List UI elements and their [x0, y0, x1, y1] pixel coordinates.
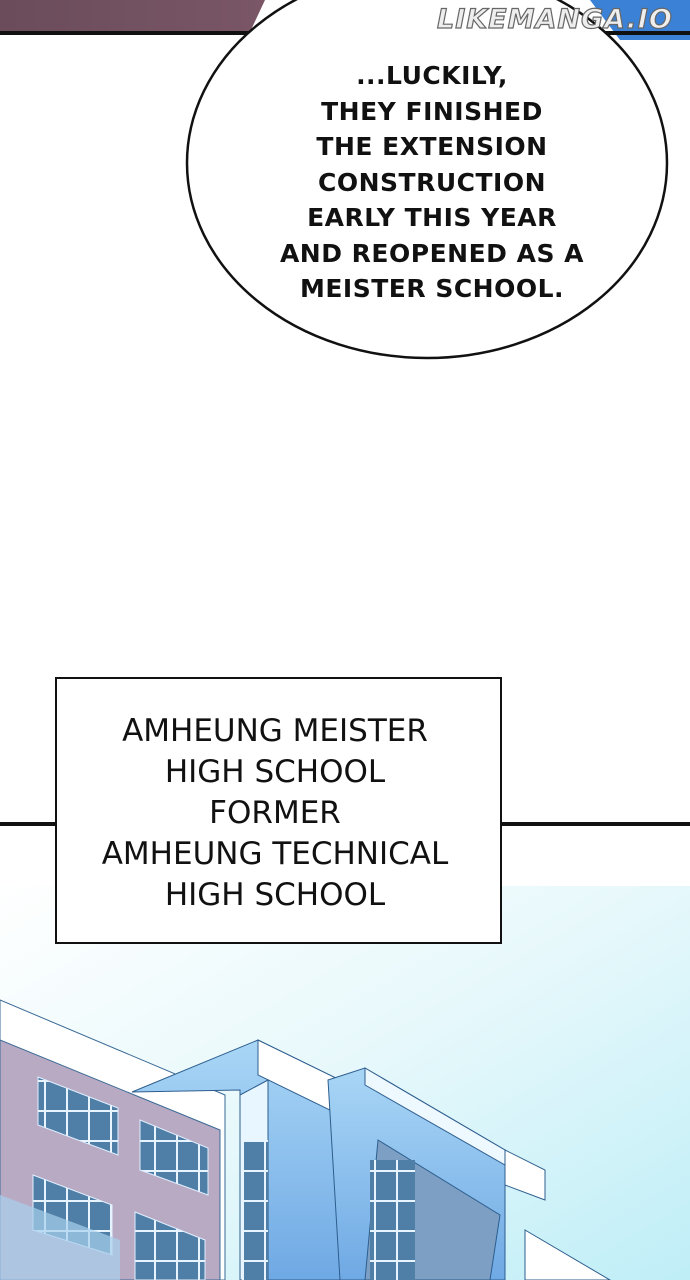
speech-bubble	[185, 0, 669, 360]
caption-line: FORMER	[209, 795, 341, 831]
bubble-line: THE EXTENSION	[316, 132, 548, 161]
caption-text: AMHEUNG MEISTER HIGH SCHOOL FORMER AMHEU…	[57, 711, 493, 916]
bubble-line: ...LUCKILY,	[356, 61, 508, 90]
bubble-line: MEISTER SCHOOL.	[299, 274, 565, 303]
bubble-line: AND REOPENED AS A	[279, 238, 585, 268]
caption-line: HIGH SCHOOL	[164, 754, 386, 790]
speech-bubble-text: ...LUCKILY, THEY FINISHED THE EXTENSION …	[247, 58, 617, 307]
bubble-line: EARLY THIS YEAR	[307, 203, 557, 232]
caption-line: AMHEUNG MEISTER	[122, 713, 428, 749]
bubble-line: CONSTRUCTION	[317, 167, 546, 197]
caption-line: AMHEUNG TECHNICAL	[101, 836, 449, 872]
caption-box: AMHEUNG MEISTER HIGH SCHOOL FORMER AMHEU…	[55, 677, 502, 944]
bubble-line: THEY FINISHED	[321, 96, 543, 126]
watermark: LIKEMANGA.IO	[436, 3, 673, 35]
caption-line: HIGH SCHOOL	[164, 877, 386, 913]
